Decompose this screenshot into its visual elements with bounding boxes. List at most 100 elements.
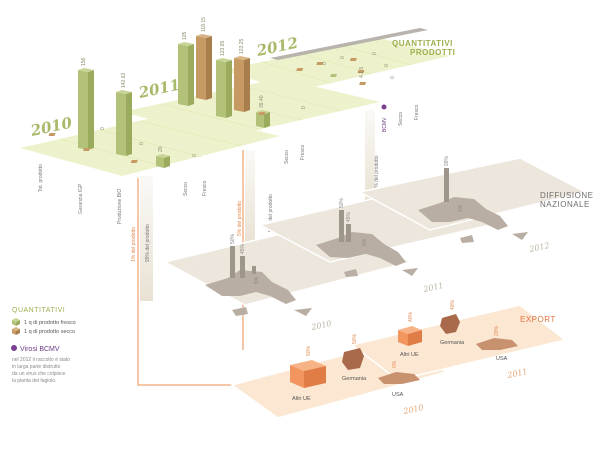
bar-label-2011-bio-fresh: 39.40 bbox=[259, 95, 265, 108]
bar-label-2010-tot-fresh: 156 bbox=[81, 57, 87, 66]
row-label-fresco-2012: Fresco bbox=[414, 105, 420, 121]
row-label-secco-2011b: Secco bbox=[284, 150, 290, 164]
row-label-tot: Tot. prodotto bbox=[38, 164, 44, 192]
diffusion-2011-a: 50% bbox=[339, 197, 345, 208]
row-label-fresco-2011b: Fresco bbox=[300, 145, 306, 161]
bar-label-2010-tot-dry: 0 bbox=[100, 127, 106, 130]
legend: QUANTITATIVI 1 q di prodotto fresco 1 q … bbox=[11, 307, 76, 384]
export-2011-ue-pct: 40% bbox=[408, 311, 414, 322]
legend-virus-line2: in larga parte distrutto bbox=[12, 364, 61, 370]
legend-virus-heading: Virosi BCMV bbox=[20, 346, 60, 353]
quantities-grid bbox=[20, 28, 450, 176]
bcmv-dot bbox=[381, 104, 387, 110]
year-2010-label: 2010 bbox=[28, 114, 74, 141]
export-2011-de-pct: 40% bbox=[450, 299, 456, 310]
diffusion-title-line1: DIFFUSIONE bbox=[540, 191, 593, 200]
flow-2010-domestic bbox=[140, 176, 153, 301]
bar-2011-igp-fresh bbox=[216, 58, 232, 118]
diffusion-year-2011: 2011 bbox=[422, 281, 445, 294]
bcmv-strip bbox=[270, 28, 428, 60]
row-label-secco-2011: Secco bbox=[183, 182, 189, 196]
bar-label-2010-igp-dry: 0 bbox=[139, 142, 145, 145]
export-2011-us-pct: 20% bbox=[494, 325, 500, 336]
diffusion-panel-2012 bbox=[357, 157, 588, 231]
flow-2012-domestic bbox=[365, 110, 375, 200]
grid-plane-2012 bbox=[222, 38, 450, 92]
diffusion-title-line2: NAZIONALE bbox=[540, 200, 590, 209]
legend-fresh-swatch bbox=[12, 318, 20, 326]
quantities-title-line2: PRODOTTI bbox=[410, 48, 455, 57]
flow-2011-domestic bbox=[245, 150, 255, 245]
bar-2011-bio-dry bbox=[258, 112, 266, 115]
legend-virus-line1: nel 2012 il raccolto è stato bbox=[12, 357, 70, 363]
diffusion-col-2012-a bbox=[444, 168, 449, 202]
legend-dry-swatch bbox=[12, 327, 20, 335]
bar-2011-igp-dry bbox=[234, 56, 250, 112]
diffusion-col-2011-a bbox=[339, 210, 344, 242]
bar-2011-tot-fresh bbox=[178, 42, 194, 106]
legend-virus-line3: da un virus che colpisce bbox=[12, 371, 66, 377]
bar-label-2011-igp-dry: 123.25 bbox=[239, 38, 245, 54]
bar-2010-igp-dry bbox=[83, 148, 91, 151]
italy-map-2010 bbox=[205, 270, 296, 304]
export-title: EXPORT bbox=[520, 315, 556, 324]
flow-label-2011-in: 95% del prodotto bbox=[268, 194, 274, 232]
bar-label-2010-bio-fresh: 20 bbox=[158, 146, 164, 152]
bar-label-2011-tot-fresh: 105 bbox=[182, 31, 188, 40]
diffusion-col-2011-b bbox=[346, 224, 351, 242]
legend-fresh-label: 1 q di prodotto fresco bbox=[24, 320, 76, 326]
diffusion-2011-c: 5% bbox=[362, 238, 368, 246]
row-label-bio: Produzione BIO bbox=[117, 189, 123, 224]
bar-2012-marker-c bbox=[349, 58, 357, 61]
export-2010-us-pct: 0% bbox=[392, 360, 398, 368]
flow-2010-export bbox=[137, 178, 235, 386]
flow-label-2010-out: 1% del prodotto bbox=[131, 227, 137, 262]
bar-label-2012-c: 0 bbox=[372, 52, 378, 55]
row-label-secco-2012: Secco bbox=[398, 112, 404, 126]
bar-2012-marker-f bbox=[359, 82, 367, 85]
flow-label-2012-in: 100% del prodotto bbox=[374, 155, 380, 196]
diffusion-col-2010-c bbox=[252, 266, 256, 274]
export-2010-ue-label: Altri UE bbox=[292, 396, 311, 402]
export-2011-usa-shape bbox=[476, 338, 518, 350]
export-2010-germany-shape bbox=[342, 348, 364, 370]
legend-dry-label: 1 q di prodotto secco bbox=[24, 329, 75, 335]
bars bbox=[48, 34, 367, 168]
sardinia-2012 bbox=[460, 235, 474, 243]
export-2010-de-pct: 50% bbox=[352, 333, 358, 344]
export-panel-2011 bbox=[350, 304, 567, 381]
export-2010-us-label: USA bbox=[392, 392, 404, 398]
row-label-igp: Garanzia IGP bbox=[78, 183, 84, 214]
bar-label-2011-tot-dry: 118.15 bbox=[201, 17, 207, 32]
bar-2011-tot-dry bbox=[196, 34, 212, 100]
bar-label-2012-b: 0 bbox=[340, 56, 346, 59]
bar-2012-marker-e bbox=[357, 70, 365, 73]
diffusion-2010-b: 45% bbox=[240, 243, 246, 254]
bar-label-2011-igp-fresh: 123.65 bbox=[220, 40, 226, 56]
diffusion-panels bbox=[162, 157, 588, 316]
export-panels bbox=[230, 304, 567, 419]
export-year-2010: 2010 bbox=[402, 403, 425, 416]
export-2011-us-label: USA bbox=[496, 356, 508, 362]
sicily-2012 bbox=[512, 232, 528, 240]
diffusion-2010-a: 50% bbox=[230, 233, 236, 244]
bar-2010-bio-dry bbox=[130, 160, 138, 163]
sardinia-2011 bbox=[344, 269, 358, 277]
export-2010-de-label: Germania bbox=[342, 376, 367, 382]
diffusion-2012-a: 99% bbox=[444, 155, 450, 166]
grid-plane-2011 bbox=[122, 78, 380, 138]
bar-2012-marker-d bbox=[329, 74, 338, 77]
diffusion-2010-c: 5% bbox=[254, 276, 260, 284]
export-year-2011: 2011 bbox=[506, 367, 529, 380]
year-2011-label: 2011 bbox=[136, 76, 182, 102]
bar-label-2010-igp-fresh: 142.62 bbox=[121, 72, 127, 88]
flow-label-2010-in: 99% del prodotto bbox=[145, 224, 151, 262]
bar-label-2012-d: 4.1.5 bbox=[359, 67, 365, 78]
export-2010-usa-shape bbox=[378, 372, 420, 384]
diffusion-2012-b: 1% bbox=[458, 204, 464, 212]
bar-label-2012-f: 0 bbox=[390, 76, 396, 79]
diffusion-col-2010-a bbox=[230, 246, 235, 278]
bar-label-2012-a: 0 bbox=[322, 62, 328, 65]
row-label-bcmv: BCMV bbox=[382, 117, 388, 132]
